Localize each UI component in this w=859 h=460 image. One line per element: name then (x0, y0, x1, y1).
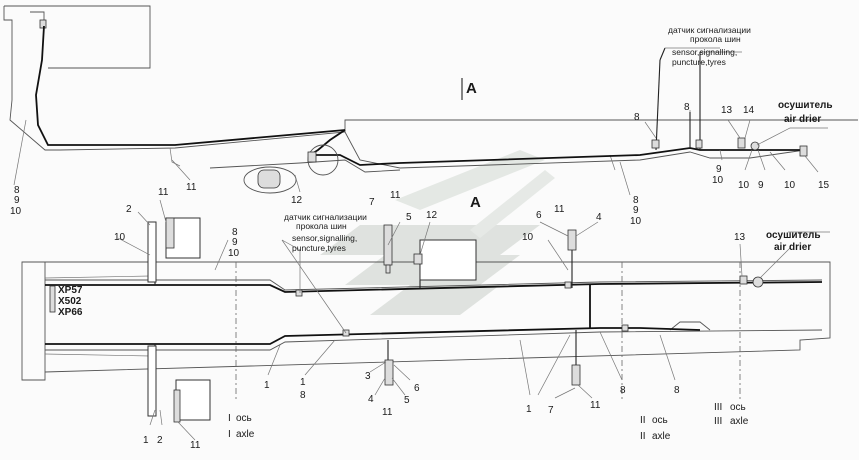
view-arrow-a: A (470, 194, 481, 211)
pos-bot-1-a: 1 (264, 380, 270, 391)
bottom-sensor-en-1: sensor,signalling, (292, 233, 357, 243)
pos-bot-1-d: 1 (143, 435, 149, 446)
bottom-components (147, 217, 764, 423)
top-sensor-en-1: sensor,signalling, (672, 47, 737, 57)
pos-top-8-c: 8 (633, 195, 639, 206)
axle-3-numeral: III (714, 402, 722, 413)
bottom-frame-outline (21, 261, 831, 381)
pos-top-13: 13 (721, 105, 733, 116)
axle-3-en: axle (730, 416, 749, 427)
top-motor-12 (243, 144, 339, 194)
pos-bot-1-c: 1 (526, 404, 532, 415)
pos-top-10-d: 10 (630, 216, 642, 227)
bottom-sensor-ru-2: прокола шин (296, 221, 347, 231)
pos-bot-11-d: 11 (382, 407, 393, 418)
pos-bot-6: 6 (536, 210, 542, 221)
connector-x502: X502 (58, 296, 82, 307)
pos-bot-1-b: 1 (300, 377, 306, 388)
axle-1-numeral: I (228, 413, 231, 424)
arrow-letter: A (470, 194, 481, 211)
axle-label-2: II ось II axle (640, 415, 671, 442)
pos-bot-8: 8 (232, 227, 238, 238)
pos-bot-4: 4 (596, 212, 602, 223)
pos-top-10-b: 10 (738, 180, 750, 191)
pos-bot-11-a: 11 (158, 187, 169, 198)
pos-top-10-c: 10 (784, 180, 796, 191)
pos-bot-6-b: 6 (414, 383, 420, 394)
pos-bot-2-b: 2 (157, 435, 163, 446)
axle-2-numeral: II (640, 415, 646, 426)
connector-xp57: XP57 (58, 285, 83, 296)
axle-3-numeral-b: III (714, 416, 722, 427)
axle-1-numeral-b: I (228, 429, 231, 440)
bottom-leaders (117, 199, 830, 441)
pos-bot-5-b: 5 (404, 395, 410, 406)
axle-label-1: I ось I axle (228, 413, 255, 440)
pos-top-10-a: 10 (712, 175, 724, 186)
axle-2-en: axle (652, 431, 671, 442)
pos-bot-10-c: 10 (522, 232, 534, 243)
top-wire-harness (35, 25, 808, 166)
pos-bot-3: 3 (365, 371, 371, 382)
pos-bot-11-e: 11 (590, 400, 601, 411)
pos-top-11: 11 (186, 182, 197, 193)
pos-bot-11-b: 11 (390, 190, 401, 201)
pos-top-15: 15 (818, 180, 830, 191)
top-sensor-ru-1: датчик сигнализации (668, 25, 751, 35)
pos-top-9-b: 9 (758, 180, 764, 191)
pos-bot-7-b: 7 (548, 405, 554, 416)
axle-2-numeral-b: II (640, 431, 646, 442)
pos-bot-10-b: 10 (228, 248, 240, 259)
top-cab-outline (3, 5, 151, 151)
pos-bot-8-d: 8 (674, 385, 680, 396)
pos-bot-11-c: 11 (554, 204, 565, 215)
axle-3-ru: ось (730, 402, 746, 413)
pos-bot-2: 2 (126, 204, 132, 215)
pos-top-10-left: 10 (10, 206, 22, 217)
top-frame-outline (59, 119, 858, 173)
pos-bot-12: 12 (426, 210, 438, 221)
pos-bot-8-b: 8 (300, 390, 306, 401)
top-dryer-ru: осушитель (778, 100, 833, 111)
pos-bot-8-c: 8 (620, 385, 626, 396)
axle-label-3: III ось III axle (714, 402, 749, 427)
top-leaders (13, 47, 828, 196)
top-sensor-en-2: puncture,tyres (672, 57, 726, 67)
pos-bot-10: 10 (114, 232, 126, 243)
top-dryer-en: air drier (784, 114, 821, 125)
pos-bot-9: 9 (232, 237, 238, 248)
pos-top-8-b: 8 (684, 102, 690, 113)
connector-block: XP57 X502 XP66 (49, 285, 83, 318)
pos-top-12: 12 (291, 195, 303, 206)
axle-1-ru: ось (236, 413, 252, 424)
view-letter: A (466, 80, 477, 97)
pos-top-9-a: 9 (716, 164, 722, 175)
pos-top-8-a: 8 (634, 112, 640, 123)
pos-bot-4-b: 4 (368, 394, 374, 405)
top-sensor-ru-2: прокола шин (690, 34, 741, 44)
connector-xp66: XP66 (58, 307, 83, 318)
pos-top-9-c: 9 (633, 205, 639, 216)
pos-bot-13: 13 (734, 232, 746, 243)
pos-top-8-left: 8 (14, 185, 20, 196)
bottom-dryer-en: air drier (774, 242, 811, 253)
pos-bot-5: 5 (406, 212, 412, 223)
pos-top-14: 14 (743, 105, 755, 116)
pos-bot-11-f: 11 (190, 440, 201, 451)
pos-top-9-left: 9 (14, 195, 20, 206)
bottom-dryer-ru: осушитель (766, 230, 821, 241)
view-label-a: A (461, 78, 477, 100)
bottom-sensor-ru-1: датчик сигнализации (284, 212, 367, 222)
axle-1-en: axle (236, 429, 255, 440)
bottom-sensor-en-2: puncture,tyres (292, 243, 346, 253)
axle-2-ru: ось (652, 415, 668, 426)
pos-bot-7: 7 (369, 197, 375, 208)
